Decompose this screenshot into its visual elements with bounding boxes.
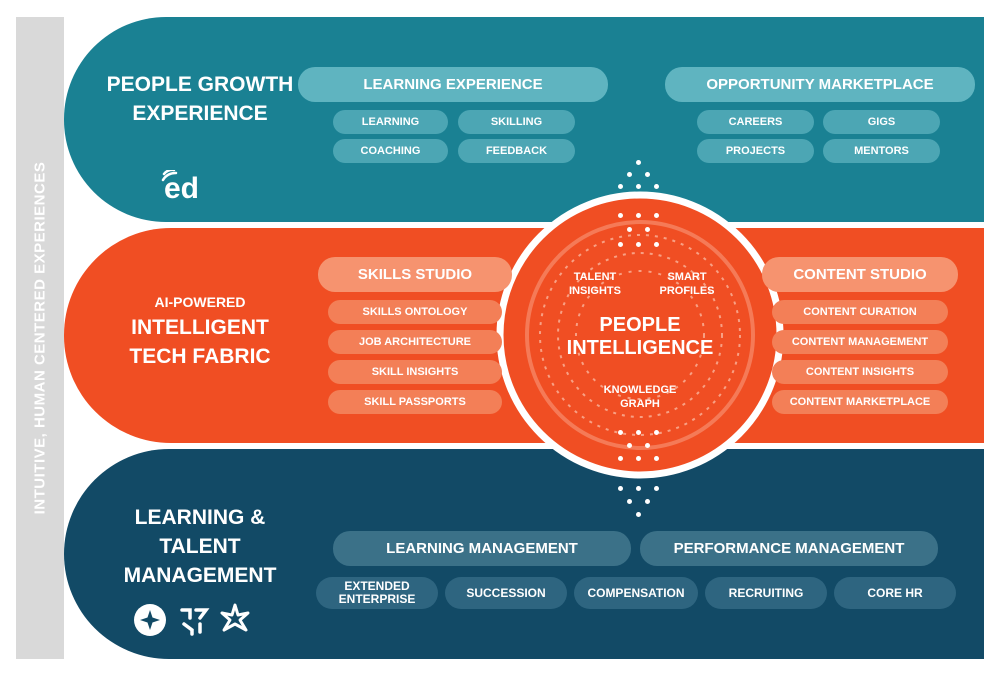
edcast-logo-icon: ed bbox=[160, 168, 220, 206]
content-studio-pill[interactable]: CONTENT STUDIO bbox=[762, 257, 958, 292]
smart-profiles-label: SMART PROFILES bbox=[659, 271, 715, 297]
skilling-pill[interactable]: SKILLING bbox=[458, 110, 575, 134]
tech-fabric-title: INTELLIGENT TECH FABRIC bbox=[129, 316, 271, 368]
bracket-logo-icon bbox=[180, 608, 210, 636]
learning-pill[interactable]: LEARNING bbox=[333, 110, 448, 134]
feedback-pill[interactable]: FEEDBACK bbox=[458, 139, 575, 163]
star-logo-icon bbox=[220, 603, 250, 632]
learning-management-pill[interactable]: LEARNING MANAGEMENT bbox=[333, 531, 631, 566]
mentors-pill[interactable]: MENTORS bbox=[823, 139, 940, 163]
circle-spark-logo-icon bbox=[134, 604, 166, 636]
ai-powered-label: AI-POWERED bbox=[154, 294, 246, 310]
knowledge-graph-label: KNOWLEDGE GRAPH bbox=[603, 384, 677, 410]
careers-pill[interactable]: CAREERS bbox=[697, 110, 814, 134]
skills-studio-pill[interactable]: SKILLS STUDIO bbox=[318, 257, 512, 292]
skills-ontology-pill[interactable]: SKILLS ONTOLOGY bbox=[328, 300, 502, 324]
talent-management-title: LEARNING & TALENT MANAGEMENT bbox=[123, 506, 277, 587]
performance-management-pill[interactable]: PERFORMANCE MANAGEMENT bbox=[640, 531, 938, 566]
compensation-pill[interactable]: COMPENSATION bbox=[574, 577, 698, 609]
learning-experience-pill[interactable]: LEARNING EXPERIENCE bbox=[298, 67, 608, 102]
coaching-pill[interactable]: COACHING bbox=[333, 139, 448, 163]
sidebar bbox=[16, 17, 64, 659]
skill-insights-pill[interactable]: SKILL INSIGHTS bbox=[328, 360, 502, 384]
people-growth-title: PEOPLE GROWTH EXPERIENCE bbox=[106, 73, 294, 125]
projects-pill[interactable]: PROJECTS bbox=[697, 139, 814, 163]
content-management-pill[interactable]: CONTENT MANAGEMENT bbox=[772, 330, 948, 354]
talent-insights-label: TALENT INSIGHTS bbox=[569, 271, 621, 297]
core-hr-pill[interactable]: CORE HR bbox=[834, 577, 956, 609]
opportunity-marketplace-pill[interactable]: OPPORTUNITY MARKETPLACE bbox=[665, 67, 975, 102]
content-marketplace-pill[interactable]: CONTENT MARKETPLACE bbox=[772, 390, 948, 414]
gigs-pill[interactable]: GIGS bbox=[823, 110, 940, 134]
people-intelligence-title: PEOPLE INTELLIGENCE bbox=[566, 314, 714, 359]
job-architecture-pill[interactable]: JOB ARCHITECTURE bbox=[328, 330, 502, 354]
recruiting-pill[interactable]: RECRUITING bbox=[705, 577, 827, 609]
extended-enterprise-pill[interactable]: EXTENDED ENTERPRISE bbox=[316, 577, 438, 609]
content-insights-pill[interactable]: CONTENT INSIGHTS bbox=[772, 360, 948, 384]
succession-pill[interactable]: SUCCESSION bbox=[445, 577, 567, 609]
skill-passports-pill[interactable]: SKILL PASSPORTS bbox=[328, 390, 502, 414]
content-curation-pill[interactable]: CONTENT CURATION bbox=[772, 300, 948, 324]
